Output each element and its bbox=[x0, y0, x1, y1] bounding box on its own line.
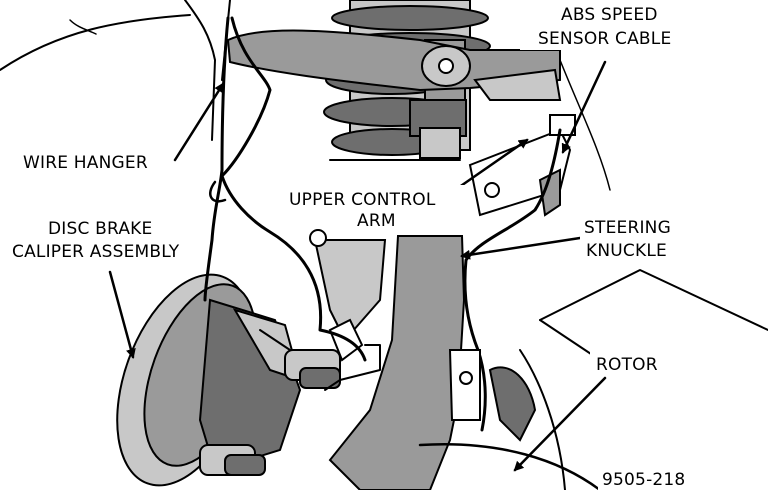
label-abs-line1: ABS SPEED bbox=[561, 5, 658, 25]
rotor-hub bbox=[418, 349, 602, 490]
abs-sensor-cable bbox=[463, 128, 562, 432]
arrow-abs-cable bbox=[561, 60, 607, 154]
label-upper-line1: UPPER CONTROL bbox=[289, 190, 436, 210]
labels: ABS SPEED SENSOR CABLE WIRE HANGER UPPER… bbox=[12, 5, 685, 490]
arrow-rotor bbox=[513, 376, 607, 472]
figure-id: 9505-218 bbox=[602, 470, 685, 490]
leader-arrows bbox=[108, 60, 607, 472]
fender-outline bbox=[0, 0, 768, 361]
label-abs-line2: SENSOR CABLE bbox=[538, 29, 671, 49]
label-caliper-line2: CALIPER ASSEMBLY bbox=[12, 242, 180, 262]
arrow-caliper bbox=[108, 270, 136, 359]
upper-control-arm bbox=[226, 29, 562, 101]
steering-knuckle bbox=[328, 235, 537, 490]
label-rotor: ROTOR bbox=[596, 355, 658, 375]
label-upper-line2: ARM bbox=[357, 211, 396, 231]
label-backgrounds bbox=[285, 0, 703, 490]
label-caliper-line1: DISC BRAKE bbox=[48, 219, 152, 239]
arrow-upper-arm bbox=[453, 138, 529, 192]
label-steering-line2: KNUCKLE bbox=[586, 241, 667, 261]
label-wire-hanger: WIRE HANGER bbox=[23, 153, 148, 173]
arrow-steering-knuckle bbox=[460, 236, 582, 260]
arrow-wire-hanger bbox=[173, 82, 225, 162]
label-steering-line1: STEERING bbox=[584, 218, 671, 238]
caliper-assembly bbox=[116, 273, 341, 487]
